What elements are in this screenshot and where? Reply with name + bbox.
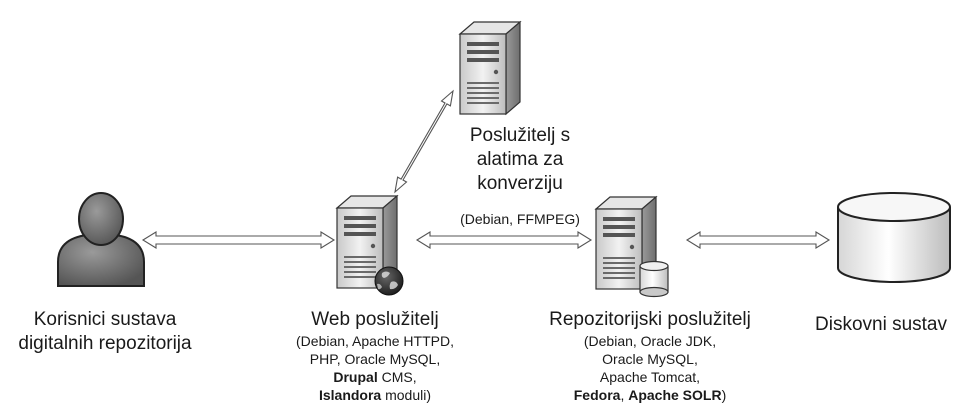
globe-icon (374, 266, 404, 296)
repository-server-details-line1: (Debian, Oracle JDK, (583, 332, 717, 349)
conversion-server-label: Poslužitelj s alatima za konverziju (440, 124, 600, 195)
arrow-repository-disk (685, 231, 831, 249)
conversion-server-icon (459, 21, 521, 115)
users-label-line1: Korisnici sustava (33, 309, 177, 330)
web-server-details-line4: Islandora moduli) (255, 386, 495, 404)
conversion-server-title-line1: Poslužitelj s (469, 125, 571, 146)
repository-server-details-line3: Apache Tomcat, (599, 369, 701, 386)
drupal-label: Drupal (333, 369, 378, 386)
arrow-web-repository (415, 231, 593, 249)
web-server-details-line3: Drupal CMS, (255, 368, 495, 386)
arrow-web-conversion (394, 89, 454, 194)
repository-server-title: Repozitorijski poslužitelj (549, 309, 751, 330)
web-server-label: Web poslužitelj (Debian, Apache HTTPD, P… (255, 308, 495, 405)
disk-system-label: Diskovni sustav (815, 314, 947, 335)
conversion-server-title-line2: alatima za (476, 148, 564, 170)
web-server-details: (Debian, Apache HTTPD, PHP, Oracle MySQL… (255, 332, 495, 405)
repository-server-details-line2: Oracle MySQL, (602, 350, 698, 367)
fedora-label: Fedora (573, 387, 621, 404)
arrow-users-web (141, 231, 336, 249)
closing-paren-label: ) (721, 387, 727, 404)
repository-server-details-line4: Fedora, Apache SOLR) (515, 386, 785, 404)
disk-cylinder-icon (837, 192, 951, 283)
database-icon (639, 260, 669, 298)
users-label-line2: digitalnih repozitorija (18, 332, 192, 354)
repository-server-label: Repozitorijski poslužitelj (Debian, Orac… (515, 308, 785, 405)
conversion-server-details: (Debian, FFMPEG) (460, 211, 580, 227)
user-icon (57, 192, 145, 287)
conversion-server-title-line3: konverziju (477, 172, 563, 194)
solr-label: Apache SOLR (628, 387, 722, 404)
users-label: Korisnici sustava digitalnih repozitorij… (0, 308, 210, 356)
repository-server-details: (Debian, Oracle JDK, Oracle MySQL, Apach… (515, 332, 785, 405)
modules-label: moduli) (381, 387, 432, 404)
islandora-label: Islandora (318, 387, 382, 404)
cms-label: CMS, (377, 369, 417, 386)
web-server-title: Web poslužitelj (311, 309, 439, 330)
separator-label: , (620, 387, 629, 404)
web-server-details-line1: (Debian, Apache HTTPD, (296, 332, 454, 349)
web-server-details-line2: PHP, Oracle MySQL, (309, 350, 441, 367)
